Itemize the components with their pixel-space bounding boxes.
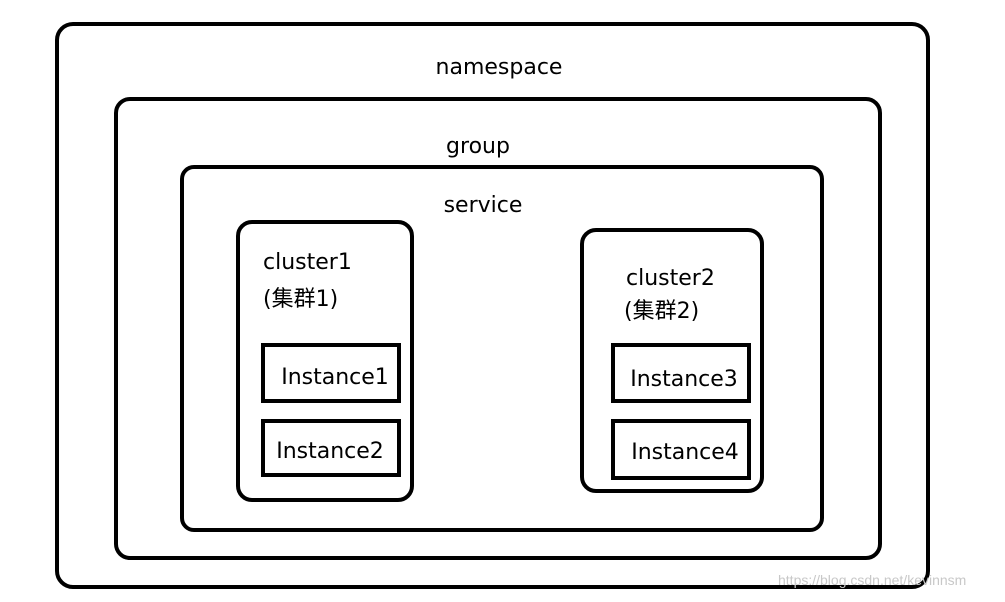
namespace-label: namespace — [435, 55, 563, 80]
instance3-box — [611, 343, 751, 403]
instance4-box — [611, 419, 751, 480]
cluster1-subtitle: (集群1) — [263, 287, 339, 312]
instance3-label: Instance3 — [630, 367, 738, 392]
cluster2-name: cluster2 — [626, 266, 715, 291]
instance2-box — [261, 419, 401, 477]
cluster2-subtitle: (集群2) — [624, 299, 700, 324]
instance4-label: Instance4 — [631, 440, 739, 465]
instance1-box — [261, 343, 401, 403]
group-label: group — [446, 134, 510, 159]
cluster1-name: cluster1 — [263, 250, 352, 275]
instance1-label: Instance1 — [281, 365, 389, 390]
watermark-text: https://blog.csdn.net/kevinnsm — [778, 572, 967, 588]
service-label: service — [443, 193, 523, 218]
instance2-label: Instance2 — [276, 439, 384, 464]
